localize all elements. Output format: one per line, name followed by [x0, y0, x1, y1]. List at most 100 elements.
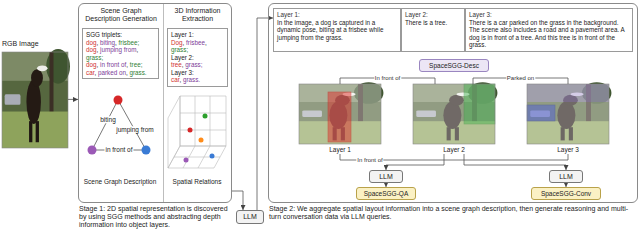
layer-photo: [299, 82, 383, 144]
photo-veil: [299, 84, 381, 144]
text-token: ,: [97, 46, 101, 53]
node-text: SpaceSGG-Conv: [541, 190, 591, 197]
dataset-box: SpaceSGG-Desc: [419, 59, 489, 72]
node-text: Scene Graph Description Generation: [79, 4, 163, 23]
stage-panel: Stage 1: 2D spatial representation is di…: [78, 3, 232, 203]
text-token: ,: [182, 61, 186, 68]
dataset-box: SpaceSGG-Conv: [531, 187, 601, 200]
grid-line: [195, 96, 196, 146]
node-text: car, grass.: [171, 76, 224, 84]
node-text: SpaceSGG-QA: [364, 190, 408, 197]
text-token: biting: [100, 39, 115, 46]
node-text: Layer 2:: [405, 11, 461, 19]
llm-box: LLM: [236, 210, 264, 224]
text-token: ,: [136, 46, 138, 53]
node-text: dog, jumping from, grass;: [86, 46, 155, 61]
node-text: Layer 2:: [171, 54, 224, 62]
layer-image: Layer 2: [413, 84, 495, 154]
text-token: grass;: [171, 46, 188, 53]
edge-label: In front of: [356, 157, 383, 164]
grid-line: [180, 113, 226, 114]
node-text: Layer 3: [527, 146, 609, 154]
text-token: grass;: [185, 61, 202, 68]
node-text: Stage 2: We aggregate spatial layout inf…: [269, 205, 637, 221]
text-token: ,: [179, 76, 183, 83]
figure-label: Spatial Relations: [172, 178, 223, 185]
text-token: parked on: [98, 69, 126, 76]
layer-photo: [413, 82, 497, 144]
llm-box: LLM: [369, 170, 403, 183]
node-text: Layer 3:: [171, 69, 224, 77]
node-text: LLM: [243, 213, 257, 221]
plot-dot: [210, 154, 215, 159]
grid-line: [210, 96, 211, 146]
graph-edge: [92, 100, 118, 150]
node-text: Dog, frisbee, grass;: [171, 39, 224, 54]
node-text: dog, biting, frisbee;: [86, 39, 155, 47]
node-text: car, parked on, grass.: [86, 69, 155, 77]
text-token: Dog: [171, 39, 183, 46]
text-token: ,: [183, 39, 187, 46]
layer-mask: [527, 84, 609, 102]
3d-plot: [168, 96, 226, 168]
text-token: frisbee: [186, 39, 205, 46]
plot-wall: [180, 96, 226, 146]
layer-box: Layer 1:Dog, frisbee, grass;Layer 2:tree…: [167, 28, 228, 87]
scene-graph-figure: [88, 96, 151, 155]
photo: [413, 82, 497, 144]
graph-dot: [142, 146, 151, 155]
photo: [2, 49, 70, 148]
edge-label: Parked on: [506, 75, 535, 82]
node-text: Layer 1:: [171, 31, 224, 39]
node-text: LLM: [559, 173, 573, 181]
node-text: Stage 1: 2D spatial representation is di…: [79, 205, 231, 229]
layer-image: Layer 3: [527, 84, 609, 154]
llm-box: LLM: [549, 170, 583, 183]
photo-frame: [527, 84, 609, 144]
text-token: car: [86, 69, 94, 76]
text-token: car: [171, 76, 179, 83]
stage-panel: Stage 2: We aggregate spatial layout inf…: [268, 3, 638, 203]
node-text: LLM: [379, 173, 393, 181]
description-box: Layer 1:In the image, a dog is captured …: [273, 8, 401, 52]
edge-label: In front of: [374, 75, 401, 82]
text-token: tree: [171, 61, 182, 68]
node-text: 3D Information Extraction: [164, 4, 231, 23]
layer-mask: [527, 105, 555, 121]
grid-line: [180, 130, 226, 131]
node-text: Layer 3:: [469, 11, 629, 19]
photo: [299, 82, 383, 144]
connector: [386, 154, 444, 170]
node-text: There is a tree.: [405, 19, 461, 27]
layer-mask: [464, 84, 495, 124]
plot-dot: [188, 128, 193, 133]
text-token: ,: [115, 39, 119, 46]
photo-frame: [299, 84, 381, 144]
text-token: ,: [97, 39, 101, 46]
text-token: ,: [94, 69, 98, 76]
connector: [464, 154, 566, 170]
text-token: grass;: [86, 54, 103, 61]
photo-veil: [527, 84, 609, 144]
node-text: SpaceSGG-Desc: [429, 62, 479, 69]
relation-label: in front of: [104, 146, 133, 153]
node-text: Layer 2: [413, 146, 495, 154]
text-token: ,: [205, 39, 207, 46]
figure-label: Scene Graph Description: [83, 178, 158, 185]
relation-label: jumping from: [115, 126, 155, 133]
node-text: RGB Image: [2, 40, 68, 48]
triplet-box: SGG triplets:dog, biting, frisbee;dog, j…: [82, 28, 159, 79]
node-text: In the image, a dog is captured in a dyn…: [277, 19, 397, 42]
text-token: ,: [97, 61, 101, 68]
connector: [232, 191, 243, 210]
text-token: dog: [86, 61, 97, 68]
text-token: ,: [126, 69, 130, 76]
graph-dot: [114, 96, 123, 105]
graph-dot: [88, 146, 97, 155]
photo: [527, 82, 611, 144]
node-text: tree, grass;: [171, 61, 224, 69]
text-token: dog: [86, 39, 97, 46]
layer-image: Layer 1: [299, 84, 381, 154]
